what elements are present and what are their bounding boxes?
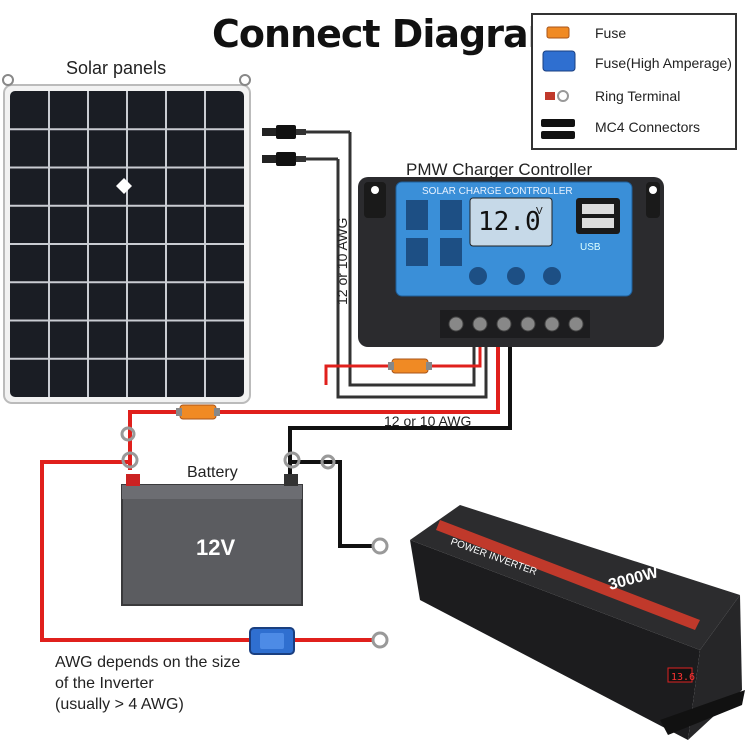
- legend-icons: [541, 26, 576, 139]
- battery-wires: [40, 335, 512, 642]
- inverter-note-line-1: AWG depends on the size: [55, 654, 241, 671]
- wire-gauge-label-vertical: 12 or 10 AWG: [334, 218, 350, 305]
- controller-display-value: 12.0: [478, 207, 541, 237]
- fuse-panel-line: [388, 358, 432, 374]
- diagram-title: Connect Diagram: [212, 12, 567, 56]
- high-amp-fuse-icon: [542, 50, 576, 72]
- mc4-connector-negative: [262, 152, 338, 166]
- inverter-wire-note: AWG depends on the size of the Inverter …: [55, 652, 240, 715]
- ring-terminals: [120, 426, 389, 649]
- solar-panels-label: Solar panels: [66, 58, 167, 78]
- fuse-battery-line: [176, 404, 220, 420]
- ring-terminal-icon: [545, 90, 569, 102]
- legend-item-fuse: Fuse: [595, 25, 627, 41]
- fuse-icon: [546, 26, 570, 39]
- panel-cell-gap: [116, 178, 132, 194]
- mc4-connector-positive: [262, 125, 350, 139]
- fuse-high-amperage: [249, 627, 295, 655]
- controller-terminal: [568, 316, 584, 332]
- controller-terminal: [520, 316, 536, 332]
- inverter-note-line-2: of the Inverter: [55, 675, 154, 692]
- controller-terminal: [544, 316, 560, 332]
- battery: [121, 474, 303, 606]
- inverter-display-value: 13.6: [671, 672, 695, 683]
- controller-terminal: [472, 316, 488, 332]
- battery-label: Battery: [187, 464, 238, 481]
- solar-panel: [2, 74, 251, 404]
- legend-box: Fuse Fuse(High Amperage) Ring Terminal M…: [531, 13, 737, 150]
- legend-item-ring-terminal: Ring Terminal: [595, 88, 681, 104]
- controller-terminal: [496, 316, 512, 332]
- mc4-connector-icon: [541, 119, 575, 139]
- power-inverter: [410, 505, 745, 740]
- controller-terminal: [448, 316, 464, 332]
- controller-label: PMW Charger Controller: [406, 160, 593, 179]
- legend-item-mc4: MC4 Connectors: [595, 119, 701, 135]
- battery-voltage-label: 12V: [196, 535, 235, 560]
- charge-controller: [358, 177, 664, 347]
- controller-panel-title: SOLAR CHARGE CONTROLLER: [422, 186, 573, 197]
- controller-usb-label: USB: [580, 242, 601, 253]
- inverter-note-line-3: (usually > 4 AWG): [55, 696, 184, 713]
- controller-display-unit: V: [536, 206, 543, 217]
- wire-gauge-label-horizontal: 12 or 10 AWG: [384, 413, 471, 429]
- legend-item-high-amp-fuse: Fuse(High Amperage): [595, 55, 732, 71]
